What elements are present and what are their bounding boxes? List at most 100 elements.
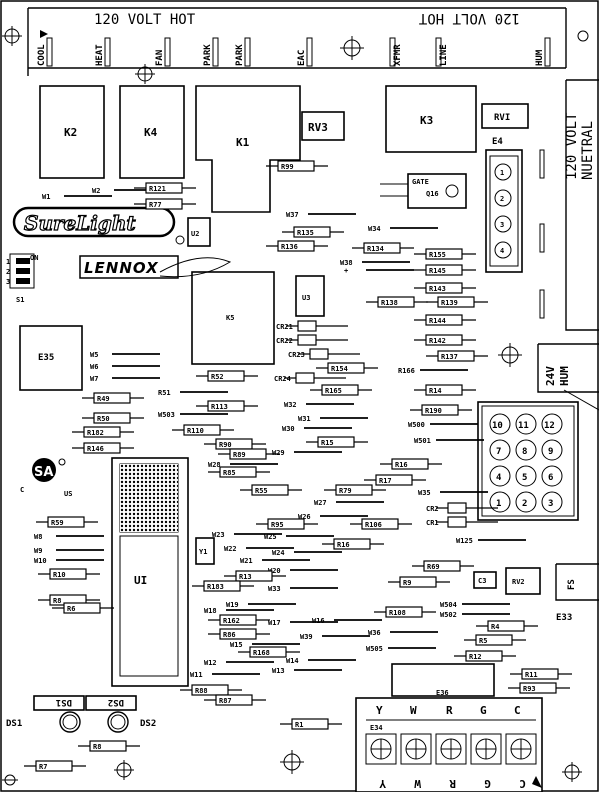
svg-text:E33: E33 [556,613,572,623]
component-label: W32 [284,401,297,409]
component-r7-108: R7 [24,760,86,772]
svg-text:Y: Y [376,704,383,717]
component-label: R1 [295,721,303,729]
component-label: R93 [523,685,536,693]
component-r89-47: R89 [218,448,280,460]
svg-text:LENNOX: LENNOX [84,259,159,277]
component-label: W503 [158,411,175,419]
component-w16-85: W16 [312,617,382,625]
component-cr21-30: CR21 [276,320,348,332]
component-r14-37: R14 [414,384,476,396]
svg-text:6: 6 [548,473,553,483]
relay-k1: K1 [195,85,301,213]
component-label: W29 [272,449,285,457]
component-label: W14 [286,657,299,665]
svg-text:R: R [449,777,456,790]
component-r79-53: R79 [324,484,386,496]
component-label: W504 [440,601,457,609]
component-label: W24 [272,549,285,557]
component-label: R110 [187,427,204,435]
component-w22-68: W22 [224,545,294,553]
component-r87-105: R87 [204,694,266,706]
terminal-line: LINE [439,44,449,66]
component-w24-72: W24 [272,549,342,557]
component-label: R59 [51,519,64,527]
component-label: W13 [272,667,285,675]
terminal-block: E36 E34 Y W R G C Y W R G C [355,663,543,792]
component-label: W36 [368,629,381,637]
component-label: R55 [255,487,268,495]
component-label: R5 [479,637,487,645]
component-r106-59: R106 [350,518,412,530]
svg-text:RV3: RV3 [308,121,328,134]
component-r99-109: R99 [266,160,328,172]
svg-text:24V: 24V [544,366,557,386]
component-label: R113 [211,403,228,411]
svg-text:Y1: Y1 [199,548,207,556]
component-r137-17: R137 [426,350,488,362]
component-w15-98: W15 [230,641,300,649]
component-label: W33 [268,585,281,593]
led-ds2: DS2 DS2 [85,695,156,733]
component-label: CR22 [276,337,293,345]
component-label: W17 [268,619,281,627]
svg-text:K1: K1 [236,136,250,149]
component-label: W30 [282,425,295,433]
top-terminal-labels: COOL HEAT FAN PARK PARK EAC XFMR LINE HU… [37,44,545,66]
component-r17-52: R17 [364,474,426,486]
component-label: R79 [339,487,352,495]
dip-switch-s1: ON 1 2 3 S1 [6,253,38,304]
component-label: R144 [429,317,446,325]
svg-text:K4: K4 [144,126,158,139]
svg-text:NUETRAL: NUETRAL [580,121,596,180]
svg-text:K3: K3 [420,114,433,127]
component-label: CR1 [426,519,439,527]
component-r55-50: R55 [240,484,302,496]
component-label: R15 [321,439,334,447]
component-label: W39 [300,633,313,641]
component-label: CR21 [276,323,293,331]
component-label: W37 [286,211,299,219]
lennox-logo: LENNOX [79,255,232,279]
rv2: RV2 [505,567,541,595]
svg-text:1: 1 [6,258,10,266]
component-w12-101: W12 [204,659,274,667]
svg-text:Q16: Q16 [426,190,439,198]
component-r134-8: R134 [352,242,414,254]
component-label: R9 [403,579,411,587]
terminal-eac: EAC [297,50,307,66]
component-label: W26 [298,513,311,521]
component-label: R12 [469,653,482,661]
component-label: CR2 [426,505,439,513]
svg-text:US: US [64,490,72,498]
component-r69-77: R69 [412,560,474,572]
svg-text:K2: K2 [64,126,77,139]
component-r166-36: R166 [398,367,468,375]
component-w23-66: W23 [212,531,282,539]
svg-text:GATE: GATE [412,178,429,186]
svg-text:10: 10 [492,421,503,431]
component-r146-29: R146 [72,442,134,454]
component-label: W23 [212,531,225,539]
component-label: W18 [204,607,217,615]
component-label: R13 [239,573,252,581]
svg-text:DS1: DS1 [6,719,22,729]
svg-text:W: W [414,777,421,790]
component-r59-61: R59 [36,516,98,528]
component-r95-67: R95 [256,518,318,530]
component-w21-71: W21 [240,557,310,565]
component-w500-39: W500 [408,421,478,429]
component-r154-33: R154 [316,362,378,374]
component-r4-89: R4 [476,620,538,632]
component-r12-91: R12 [454,650,516,662]
component-r145-11: R145 [414,264,476,276]
connector-e4: E4 1 2 3 4 [485,137,523,273]
component-label: W28 [208,461,221,469]
svg-text:E34: E34 [370,724,383,732]
component-label: R8 [53,597,61,605]
component-label: W9 [34,547,42,555]
component-r85-49: R85 [208,466,270,478]
e35: E35 [19,325,83,391]
component-label: R8 [93,743,101,751]
component-w36-94: W36 [368,629,438,637]
